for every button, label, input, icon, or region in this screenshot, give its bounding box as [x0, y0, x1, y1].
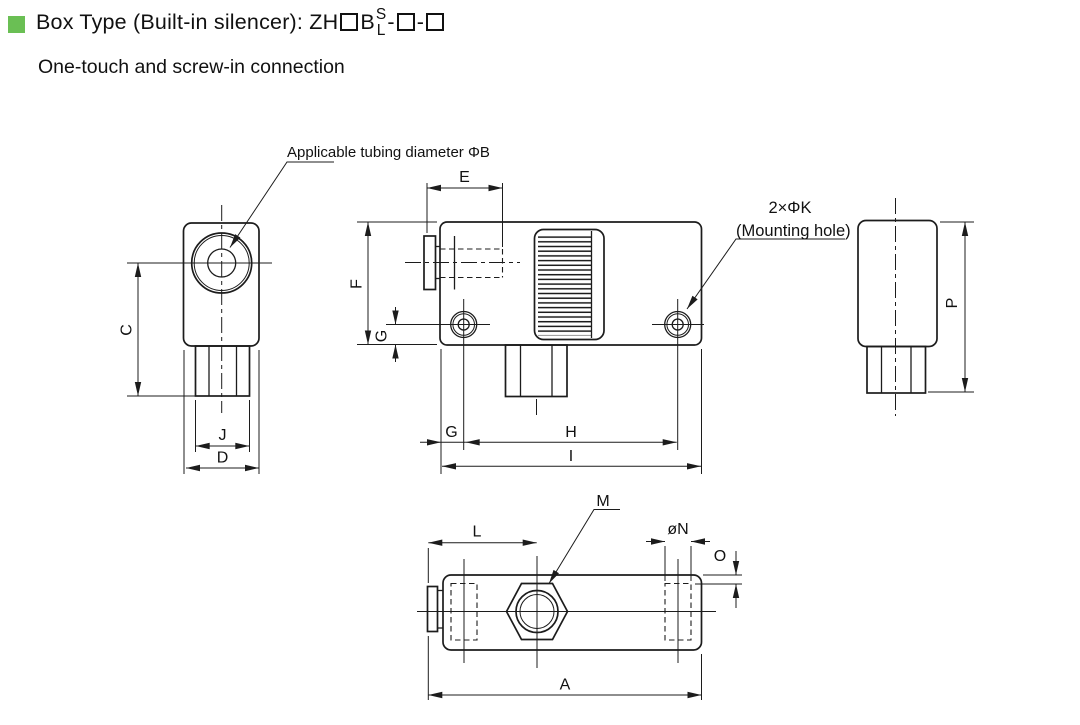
- dim-label-A: A: [560, 677, 571, 694]
- title-prefix: Box Type (Built-in silencer): ZH: [36, 9, 339, 34]
- green-square-icon: [8, 16, 25, 33]
- body-outline: [857, 219, 938, 348]
- front-view: E F G G H I 2×ΦK (Mounting hole): [349, 169, 851, 474]
- fitting-tab: [426, 585, 439, 633]
- dash: -: [387, 9, 395, 34]
- tubing-note: Applicable tubing diameter ΦB: [287, 144, 490, 161]
- dim-label-L: L: [473, 524, 482, 541]
- dim-label-M: M: [596, 493, 609, 510]
- dim-label-N: øN: [667, 521, 688, 538]
- code-top: S: [375, 6, 387, 23]
- dim-label-I: I: [569, 448, 573, 465]
- dim-label-D: D: [217, 450, 229, 467]
- mounting-hole-leader: [686, 238, 845, 310]
- dim-label-P: P: [944, 298, 961, 309]
- dim-label-C: C: [119, 324, 136, 336]
- dim-label-F: F: [349, 279, 366, 289]
- hex-nut: [866, 345, 927, 394]
- section-bullet: [8, 16, 25, 33]
- hex-nut-outline: [505, 582, 569, 641]
- dim-label-E: E: [459, 169, 470, 186]
- hex-nut: [194, 345, 251, 397]
- model-placeholder-box: [396, 13, 415, 31]
- left-side-view: C J D Applicable tubing diameter ΦB: [119, 144, 490, 474]
- body-outline: [442, 574, 703, 651]
- bottom-view: L M øN O A: [417, 493, 742, 700]
- dim-label-H: H: [565, 424, 577, 441]
- dim-label-O: O: [714, 548, 726, 565]
- m-leader-line: [548, 509, 620, 584]
- mounting-hole-note: (Mounting hole): [736, 222, 851, 240]
- dim-label-J: J: [219, 427, 227, 444]
- code-bottom: L: [376, 22, 386, 39]
- hex-nut: [504, 344, 568, 398]
- connection-subtitle: One-touch and screw-in connection: [38, 56, 345, 78]
- dim-label-G: G: [374, 330, 391, 342]
- dim-label-G-bottom: G: [445, 424, 457, 441]
- model-placeholder-box: [426, 13, 445, 31]
- dash: -: [416, 9, 425, 34]
- mounting-hole-count: 2×ΦK: [769, 199, 812, 217]
- tubing-leader-line: [229, 161, 334, 248]
- right-side-view: P: [857, 198, 974, 416]
- body-outline: [439, 221, 703, 346]
- silencer-vent-slots: [538, 234, 592, 336]
- model-placeholder-box: [340, 13, 359, 31]
- title-mid: B: [360, 9, 375, 34]
- silencer-outline: [533, 228, 605, 341]
